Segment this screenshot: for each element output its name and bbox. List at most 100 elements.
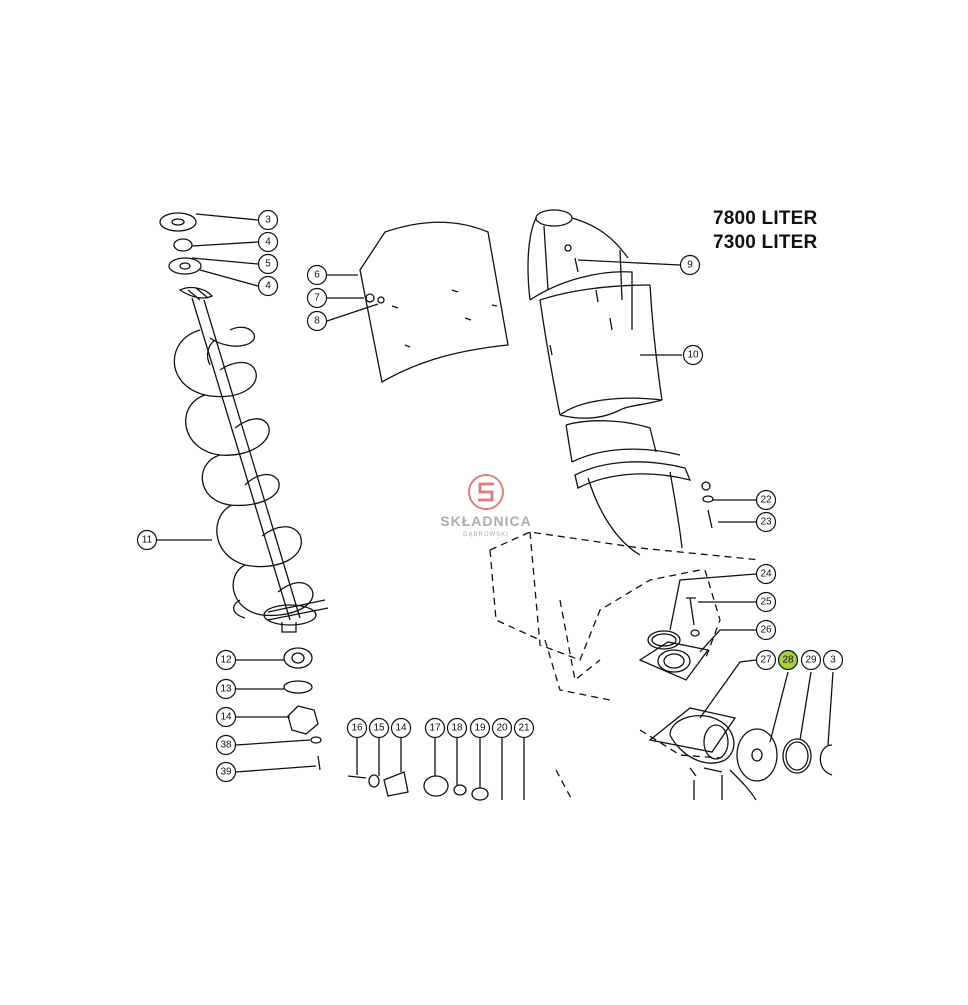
callout-10: 10 xyxy=(682,344,704,366)
callout-circle xyxy=(257,253,279,275)
callout-39: 39 xyxy=(215,761,237,783)
callout-circle xyxy=(215,678,237,700)
callout-circle xyxy=(306,287,328,309)
callout-number: 22 xyxy=(760,495,772,506)
callout-number: 17 xyxy=(429,723,441,734)
callout-number: 12 xyxy=(220,655,232,666)
leader-lines xyxy=(157,213,834,800)
hopper-housing-outline xyxy=(489,531,761,801)
callout-number: 4 xyxy=(265,237,271,248)
callout-number: 9 xyxy=(687,260,693,271)
callout-circle xyxy=(346,717,368,739)
callout-circle xyxy=(755,511,777,533)
callout-28: 28 xyxy=(777,649,799,671)
callout-circle xyxy=(390,717,412,739)
flange-plate-part xyxy=(159,212,197,232)
callout-circle xyxy=(469,717,491,739)
watermark-sub: DĄBROWSKI xyxy=(463,532,509,538)
capacity-label-2: 7300 LITER xyxy=(713,232,818,253)
callout-number: 14 xyxy=(395,723,407,734)
watermark-logo: SKŁADNICA DĄBROWSKI xyxy=(440,474,531,538)
callout-number: 27 xyxy=(760,655,772,666)
callout-21: 21 xyxy=(513,717,535,739)
callout-circle xyxy=(136,529,158,551)
callout-number: 25 xyxy=(760,597,772,608)
callout-circle xyxy=(257,231,279,253)
callout-number: 3 xyxy=(830,655,836,666)
callout-29: 29 xyxy=(800,649,822,671)
callout-25: 25 xyxy=(755,591,777,613)
callout-number: 29 xyxy=(805,655,817,666)
callout-19: 19 xyxy=(469,717,491,739)
callout-circle xyxy=(215,734,237,756)
callout-circle xyxy=(424,717,446,739)
callout-number: 26 xyxy=(760,625,772,636)
callout-circle xyxy=(306,310,328,332)
callout-circle xyxy=(755,619,777,641)
callout-3: 3 xyxy=(822,649,844,671)
callout-6: 6 xyxy=(306,264,328,286)
callout-circle xyxy=(777,649,799,671)
callout-8: 8 xyxy=(306,310,328,332)
callout-number: 23 xyxy=(760,517,772,528)
callout-16: 16 xyxy=(346,717,368,739)
callout-number: 19 xyxy=(474,723,486,734)
watermark-brand: SKŁADNICA xyxy=(440,513,531,529)
callout-11: 11 xyxy=(136,529,158,551)
callout-number: 8 xyxy=(314,316,320,327)
callout-26: 26 xyxy=(755,619,777,641)
callout-number: 11 xyxy=(142,535,153,546)
callout-14: 14 xyxy=(215,706,237,728)
callout-circle xyxy=(679,254,701,276)
callout-27: 27 xyxy=(755,649,777,671)
callout-number: 13 xyxy=(220,684,232,695)
callout-circle xyxy=(755,489,777,511)
callout-circle xyxy=(257,209,279,231)
callout-circle xyxy=(755,563,777,585)
callout-number: 39 xyxy=(220,767,232,778)
callout-circle xyxy=(513,717,535,739)
bearing-part xyxy=(173,238,193,252)
callout-circle xyxy=(682,344,704,366)
callout-number: 6 xyxy=(314,270,320,281)
callout-14: 14 xyxy=(390,717,412,739)
callout-circle xyxy=(755,591,777,613)
callout-number: 24 xyxy=(760,569,772,580)
callout-number: 10 xyxy=(687,350,699,361)
callout-number: 28 xyxy=(782,655,794,666)
callout-23: 23 xyxy=(755,511,777,533)
callout-circle xyxy=(800,649,822,671)
callout-circle xyxy=(215,706,237,728)
callout-circle xyxy=(446,717,468,739)
callout-4: 4 xyxy=(257,275,279,297)
callout-number: 21 xyxy=(518,723,530,734)
callout-number: 7 xyxy=(314,293,320,304)
callout-12: 12 xyxy=(215,649,237,671)
callout-5: 5 xyxy=(257,253,279,275)
callout-number: 20 xyxy=(496,723,508,734)
flange-plate-part xyxy=(168,257,202,275)
callout-number: 3 xyxy=(265,215,271,226)
shield-plate xyxy=(359,221,509,384)
callout-number: 15 xyxy=(373,723,385,734)
callout-7: 7 xyxy=(306,287,328,309)
callout-38: 38 xyxy=(215,734,237,756)
callout-number: 18 xyxy=(451,723,463,734)
callout-number: 16 xyxy=(351,723,363,734)
gearbox-parts xyxy=(638,597,833,801)
callout-13: 13 xyxy=(215,678,237,700)
callout-18: 18 xyxy=(446,717,468,739)
callout-15: 15 xyxy=(368,717,390,739)
callout-number: 4 xyxy=(265,281,271,292)
callout-circle xyxy=(257,275,279,297)
capacity-label-1: 7800 LITER xyxy=(713,208,818,229)
callout-circle xyxy=(822,649,844,671)
callout-24: 24 xyxy=(755,563,777,585)
callout-number: 38 xyxy=(220,740,232,751)
callout-circle xyxy=(306,264,328,286)
callout-number: 14 xyxy=(220,712,232,723)
callout-circle xyxy=(215,761,237,783)
callout-3: 3 xyxy=(257,209,279,231)
